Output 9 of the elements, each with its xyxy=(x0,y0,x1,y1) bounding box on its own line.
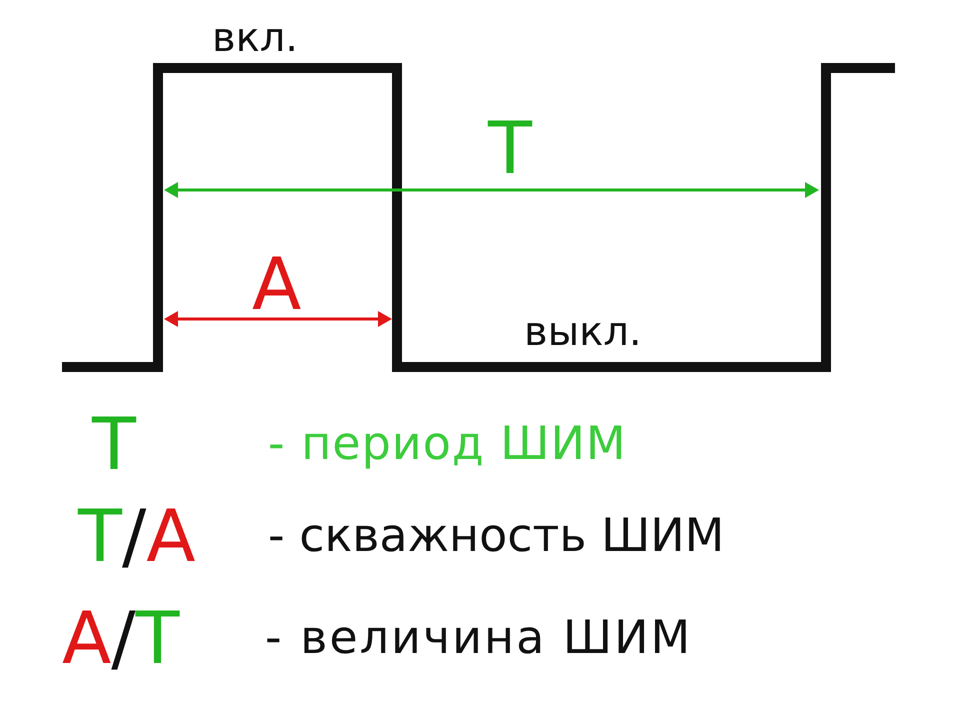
dimension-label: T xyxy=(488,112,532,184)
symbol-label: T xyxy=(92,408,136,480)
dimension-label: A xyxy=(252,248,302,320)
legend-text: - скважность ШИМ xyxy=(268,512,724,558)
state-label: вкл. xyxy=(212,18,298,58)
state-label: выкл. xyxy=(524,312,642,352)
legend-text: - величина ШИМ xyxy=(265,614,692,660)
symbol-label: T/A xyxy=(78,500,196,572)
symbol-label: A/T xyxy=(62,602,180,674)
